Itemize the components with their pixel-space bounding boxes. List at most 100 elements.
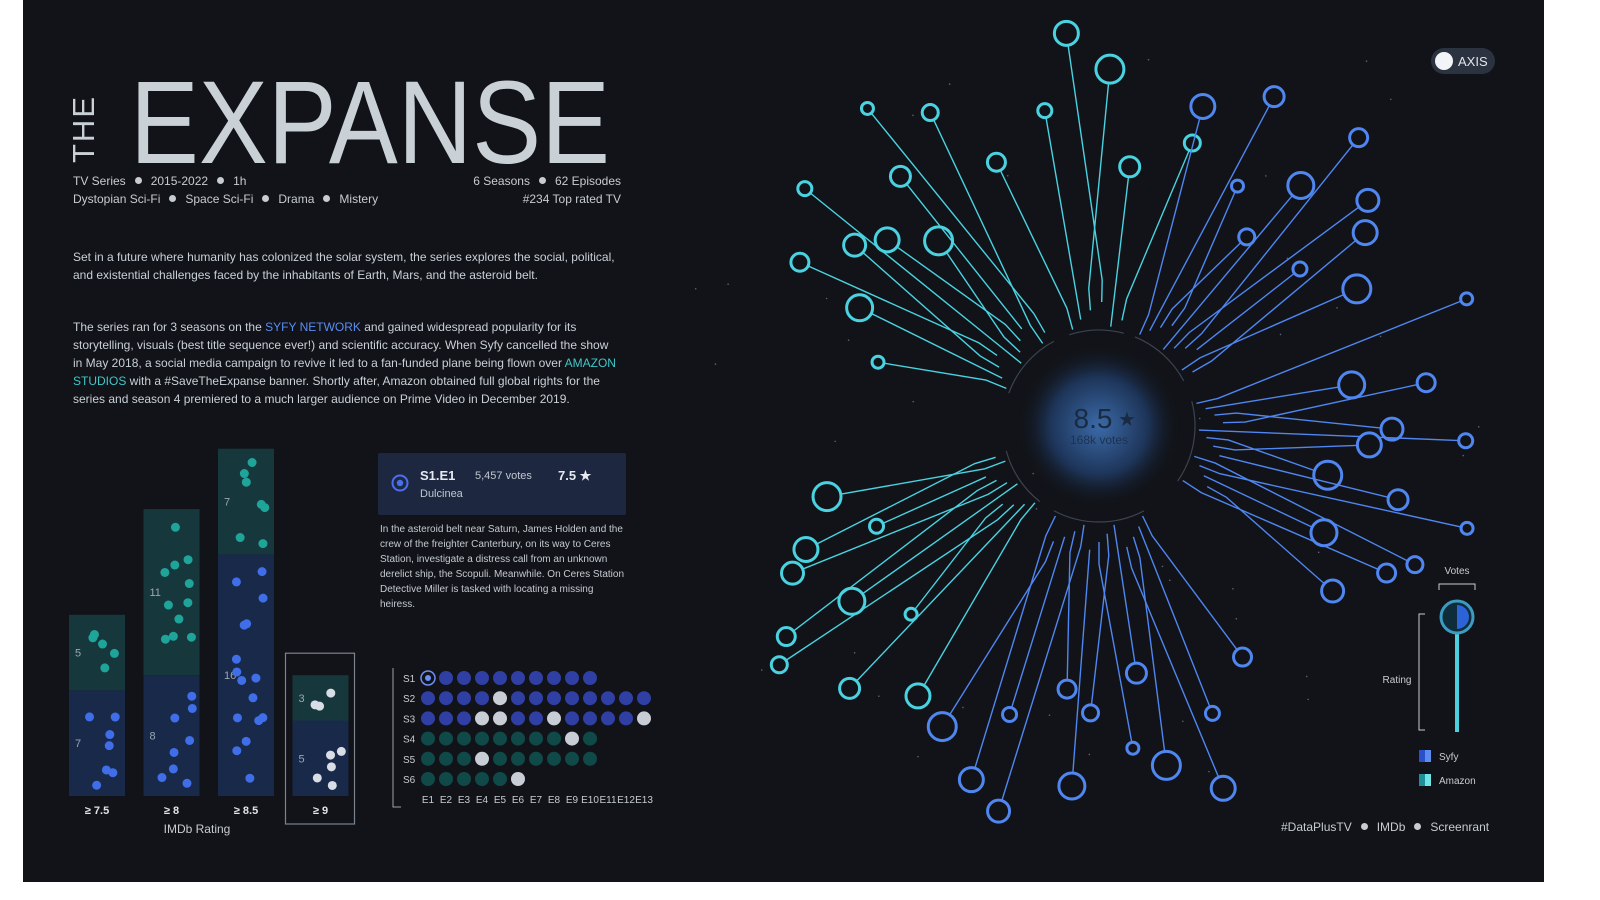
star-dot (1006, 174, 1009, 177)
season-arc (1008, 340, 1055, 394)
highlight-frame (284, 652, 356, 825)
episode-dot-syfy (232, 713, 242, 723)
episode-dot-amazon (184, 579, 194, 589)
episode-node (920, 103, 940, 123)
bar-category-label: ≥ 8.5 (234, 805, 258, 817)
episode-cell (511, 751, 525, 766)
star-dot (847, 339, 850, 341)
episode-branch (1194, 455, 1416, 566)
episode-dot-syfy (245, 773, 255, 783)
star-dot (1088, 753, 1091, 756)
episode-node (985, 151, 1007, 173)
episode-node (796, 180, 814, 198)
episode-branch (854, 244, 1000, 368)
episode-node (1415, 372, 1437, 394)
episode-dot-syfy (336, 746, 346, 756)
season-arc (1005, 450, 1041, 503)
episode-node (1056, 678, 1078, 700)
episode-cell (457, 751, 471, 766)
episode-node (904, 682, 932, 710)
episode-cell (457, 691, 471, 706)
episode-dot-amazon (247, 457, 257, 467)
episode-column-label: E2 (440, 795, 453, 806)
center-star-icon: ★ (1118, 409, 1136, 431)
episode-cell (511, 772, 525, 786)
episode-node (1337, 370, 1367, 400)
episode-dot-syfy (239, 620, 249, 630)
axis-toggle[interactable]: AXIS (1431, 48, 1495, 74)
bar-value-amazon: 7 (224, 497, 230, 509)
episode-cell (565, 671, 579, 685)
syfy-network-link[interactable]: SYFY NETWORK (265, 320, 361, 334)
star-dot (1048, 714, 1051, 716)
episode-card[interactable]: S1.E1 5,457 votes 7.5 ★ Dulcinea (378, 453, 626, 515)
episode-rating: 7.5 ★ (558, 468, 592, 483)
episode-branch (1219, 454, 1399, 501)
episode-dot-amazon (98, 639, 108, 649)
star-dot (1235, 617, 1238, 620)
episode-branch (804, 188, 1022, 364)
episode-branch (849, 503, 1026, 689)
episode-branch (941, 541, 1055, 727)
episode-branch (1192, 232, 1366, 373)
episode-cell (421, 751, 435, 766)
source-imdb: IMDb (1376, 820, 1406, 834)
votes-label: Votes (1444, 566, 1469, 577)
episode-node (1237, 227, 1257, 247)
star-dot (912, 114, 914, 117)
episode-dot-amazon (183, 598, 193, 608)
amazon-studios-link[interactable]: AMAZON STUDIOS (73, 356, 616, 388)
votes-bracket (1438, 583, 1476, 590)
star-dot (912, 400, 915, 403)
episode-node (926, 711, 958, 743)
bar-segment-amazon (143, 509, 200, 676)
center-votes: 168k votes (1070, 433, 1128, 447)
rating-slider-track[interactable] (1455, 618, 1459, 732)
bar-axis-label: IMDb Rating (164, 822, 231, 836)
episode-dot-syfy (241, 736, 251, 746)
genre-tag: Space Sci-Fi (185, 192, 254, 206)
episode-node (838, 676, 862, 700)
center-glow (1017, 344, 1181, 508)
episode-node (868, 517, 886, 535)
episode-cell (529, 751, 543, 766)
episode-dot-syfy (85, 712, 95, 722)
episode-cell (619, 711, 633, 726)
episode-dot-amazon (239, 469, 249, 479)
episode-node (769, 655, 789, 675)
episode-node (1150, 749, 1182, 781)
episode-branch (851, 483, 1018, 602)
episode-cell (547, 671, 561, 685)
episode-dot-syfy (157, 773, 167, 783)
episode-branch (1213, 444, 1370, 451)
season-label: S1 (403, 674, 416, 685)
bar-value-amazon: 5 (75, 648, 81, 660)
desc-text: and gained widespread popularity for its… (73, 320, 609, 370)
episode-column-label: E3 (458, 795, 471, 806)
episode-column-label: E10 (581, 795, 599, 806)
episode-cell (529, 691, 543, 706)
rating-bar-group: 75≥ 7.5 (69, 614, 125, 817)
episode-dot-amazon (160, 634, 170, 644)
star-dot (1379, 335, 1382, 338)
separator-dot (169, 195, 177, 203)
episode-branch (826, 460, 1006, 498)
episode-branch (805, 456, 996, 551)
episode-node (1348, 127, 1370, 149)
star-dot (1198, 417, 1201, 420)
source-hashtag: #DataPlusTV (1281, 820, 1352, 834)
desc-text: The series ran for 3 seasons on the (73, 320, 266, 334)
episode-column-label: E4 (476, 795, 489, 806)
title-expanse: EXPANSE (130, 57, 610, 189)
episode-node (1036, 102, 1054, 120)
meta-episodes: 62 Episodes (554, 174, 621, 188)
episode-cell (493, 671, 507, 685)
episode-dot-syfy (92, 780, 102, 790)
meta-years: 2015-2022 (150, 174, 209, 188)
episode-dot-syfy (232, 746, 242, 756)
episode-node (842, 232, 868, 258)
episode-cell (637, 691, 651, 706)
